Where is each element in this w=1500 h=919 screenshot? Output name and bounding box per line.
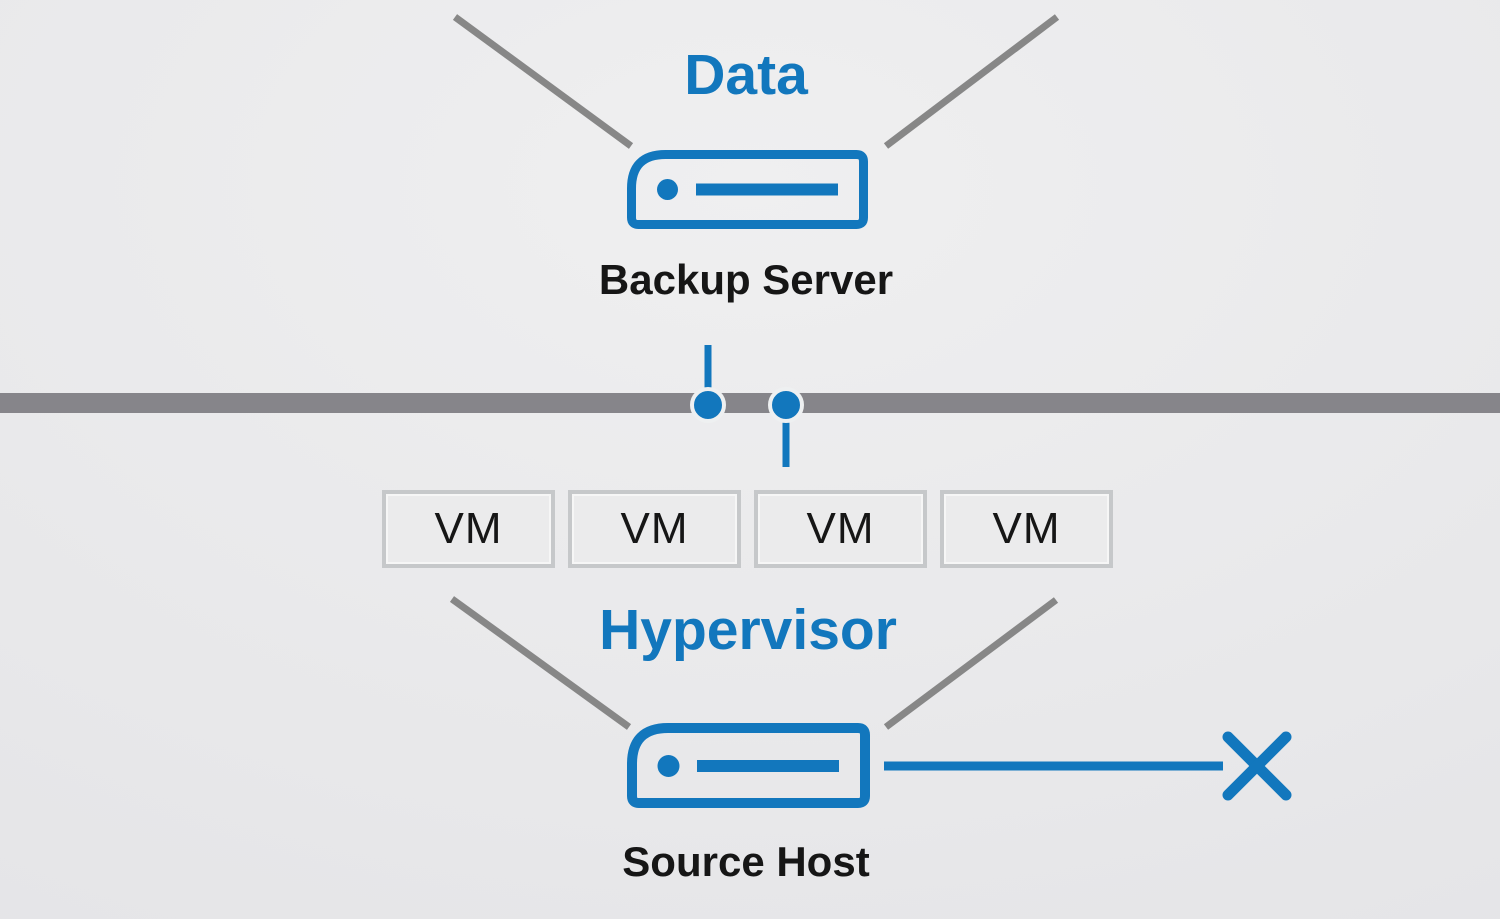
vm-label: VM [992, 504, 1061, 553]
server-status-dot [657, 755, 680, 777]
connector-dot-right-icon [768, 387, 804, 423]
source-host-icon [627, 723, 870, 808]
vm-label: VM [806, 504, 875, 553]
vm-box-1: VM [382, 490, 555, 568]
connector-dot-left-icon [690, 387, 726, 423]
data-title: Data [684, 43, 808, 107]
vm-box-3: VM [754, 490, 927, 568]
server-status-dot [657, 179, 678, 200]
backup-server-label: Backup Server [598, 256, 894, 303]
server-drive-bar [696, 183, 838, 196]
server-chassis-outline [627, 723, 870, 808]
vm-box-2: VM [568, 490, 741, 568]
funnel-line-top-left-icon [452, 14, 634, 149]
network-bus-bar [0, 393, 1500, 413]
server-drive-bar [697, 760, 839, 772]
source-host-label: Source Host [622, 838, 870, 885]
funnel-line-bottom-left-icon [449, 596, 632, 730]
x-mark-icon [1222, 731, 1292, 801]
funnel-line-bottom-right-icon [883, 597, 1059, 730]
hypervisor-title: Hypervisor [599, 598, 897, 662]
server-chassis-outline [627, 150, 868, 229]
funnel-line-top-right-icon [883, 14, 1060, 149]
vm-label: VM [434, 504, 503, 553]
vm-box-4: VM [940, 490, 1113, 568]
vm-label: VM [620, 504, 689, 553]
backup-server-icon [627, 150, 868, 229]
